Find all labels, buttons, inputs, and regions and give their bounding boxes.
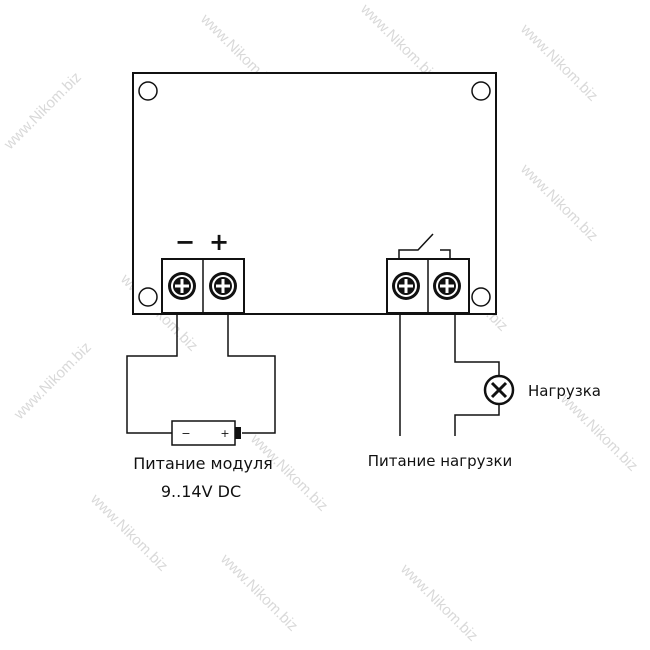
module-voltage-label: 9..14V DC	[161, 482, 241, 501]
load-wires	[399, 313, 500, 436]
load-label: Нагрузка	[528, 382, 601, 400]
screw-terminal-minus	[168, 272, 196, 300]
mounting-hole	[471, 81, 491, 101]
screw-terminal-relay-1	[392, 272, 420, 300]
screw-terminal-plus	[209, 272, 237, 300]
watermark-text: www.Nikom.biz	[10, 339, 95, 424]
relay-switch-symbol	[398, 233, 451, 258]
power-terminal-block	[161, 258, 245, 314]
watermark-text: www.Nikom.biz	[516, 160, 601, 245]
watermark-text: www.Nikom.biz	[556, 390, 641, 475]
battery-plus-sign: +	[220, 427, 229, 440]
watermark-text: www.Nikom.biz	[86, 490, 171, 575]
battery-minus-sign: −	[181, 427, 190, 440]
mounting-hole	[471, 287, 491, 307]
load-power-label: Питание нагрузки	[368, 452, 513, 470]
mounting-hole	[138, 287, 158, 307]
mounting-hole	[138, 81, 158, 101]
lamp-icon	[483, 374, 515, 406]
screw-terminal-relay-2	[433, 272, 461, 300]
watermark-text: www.Nikom.biz	[396, 560, 481, 645]
polarity-minus: −	[175, 228, 195, 256]
polarity-plus: +	[209, 228, 229, 256]
battery-icon: − +	[171, 420, 241, 446]
watermark-text: www.Nikom.biz	[516, 20, 601, 105]
module-power-wires	[126, 313, 276, 434]
module-power-label: Питание модуля	[133, 454, 273, 473]
relay-terminal-block	[386, 258, 470, 314]
watermark-text: www.Nikom.biz	[0, 69, 85, 154]
watermark-text: www.Nikom.biz	[216, 550, 301, 635]
